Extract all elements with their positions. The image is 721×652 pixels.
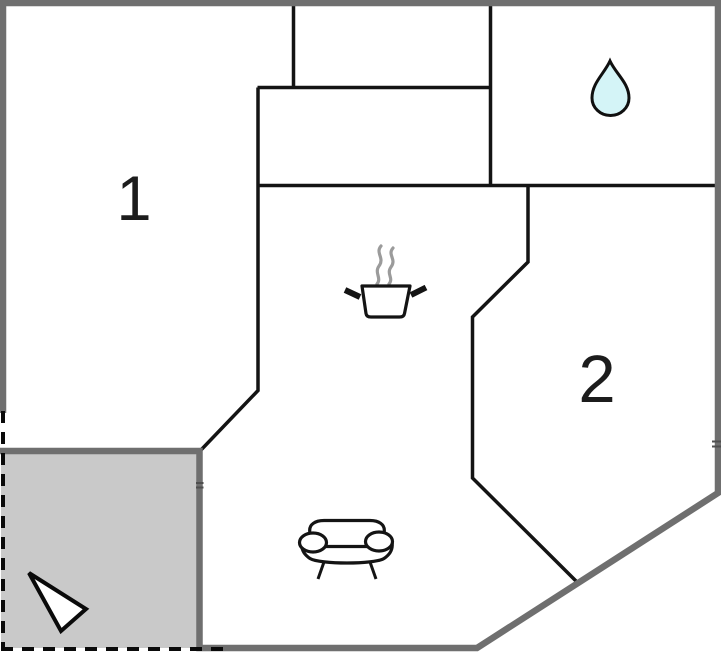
north-arrow-icon <box>27 571 90 635</box>
cooking-pot-icon <box>343 244 428 319</box>
wall-room1-right <box>199 87 260 452</box>
sofa-armrest-left <box>297 531 329 554</box>
terrace-dashed-border <box>1 411 228 651</box>
pot-handles <box>343 284 428 300</box>
steam-line <box>387 246 395 286</box>
room-2-label: 2 <box>578 342 615 417</box>
room-1-label: 1 <box>116 164 151 234</box>
water-drop-icon <box>590 57 631 117</box>
sofa-leg-right <box>368 561 378 580</box>
sofa-leg-left <box>316 561 326 580</box>
sofa-armrest-right <box>363 530 395 553</box>
interior-walls <box>199 3 717 585</box>
sofa-legs <box>316 561 378 580</box>
pot-handle-right <box>409 284 428 298</box>
sofa-icon <box>297 518 395 580</box>
steam-line <box>375 244 383 286</box>
steam-lines-icon <box>375 244 395 286</box>
pot-body <box>360 284 412 319</box>
pot-handle-left <box>343 287 362 300</box>
wall-tick-marks <box>196 440 721 489</box>
wall-room2-left <box>470 185 580 585</box>
terrace-area <box>1 451 200 648</box>
